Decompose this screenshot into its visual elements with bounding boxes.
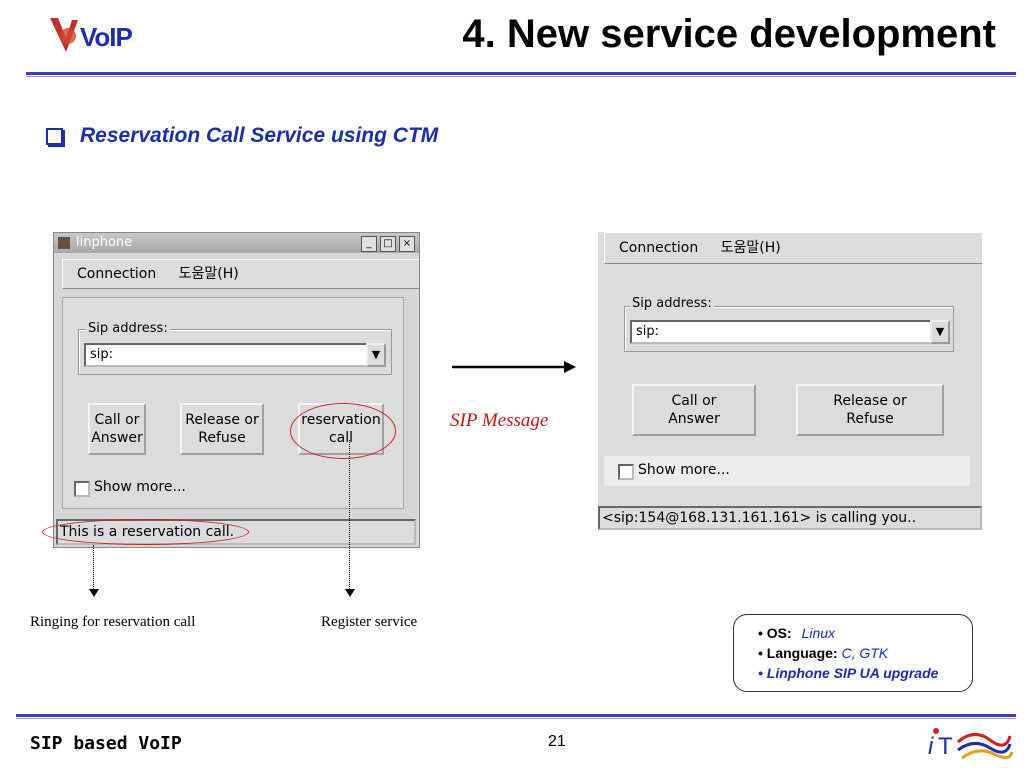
language-label: Language: <box>766 645 838 661</box>
menu-connection[interactable]: Connection <box>619 240 699 256</box>
call-answer-button[interactable]: Call or Answer <box>632 384 756 436</box>
sip-address-label: Sip address: <box>630 296 714 311</box>
caption-register: Register service <box>321 614 418 630</box>
info-upgrade: • Linphone SIP UA upgrade <box>758 665 939 681</box>
linphone-window-right: Connection 도움말(H) Sip address: sip: ▼ Ca… <box>598 232 982 530</box>
menubar: Connection 도움말(H) <box>604 232 982 264</box>
info-os: • OS: Linux <box>758 625 836 641</box>
show-more-checkbox[interactable] <box>74 481 90 497</box>
maximize-icon[interactable]: □ <box>380 236 396 252</box>
footer-rule-thin <box>16 718 1016 719</box>
arrow-down-icon <box>345 589 355 597</box>
dotted-connector-right <box>349 440 350 589</box>
status-bar: <sip:154@168.131.161.161> is calling you… <box>598 506 982 530</box>
release-refuse-button[interactable]: Release or Refuse <box>796 384 944 436</box>
svg-text:i: i <box>928 733 934 760</box>
os-value: Linux <box>801 625 836 641</box>
os-label: OS: <box>766 625 792 641</box>
release-refuse-button[interactable]: Release or Refuse <box>180 403 264 455</box>
info-language: • Language: C, GTK <box>758 645 889 661</box>
footer-title: SIP based VoIP <box>30 733 182 754</box>
info-box: • OS: Linux • Language: C, GTK • Linphon… <box>733 614 973 692</box>
window-titlebar: linphone _ □ × <box>54 233 419 253</box>
status-text: <sip:154@168.131.161.161> is calling you… <box>602 510 917 526</box>
arrow-down-icon <box>89 589 99 597</box>
close-icon[interactable]: × <box>399 236 415 252</box>
language-value: C, GTK <box>841 645 889 661</box>
header-rule-thin <box>26 76 1016 77</box>
sip-message-arrow <box>452 361 576 373</box>
window-title: linphone <box>76 235 133 250</box>
upgrade-text: Linphone SIP UA upgrade <box>766 665 939 681</box>
sip-address-group <box>624 306 954 352</box>
svg-text:T: T <box>938 733 953 760</box>
show-more-checkbox[interactable] <box>618 464 634 480</box>
sip-message-label: SIP Message <box>450 410 549 431</box>
minimize-icon[interactable]: _ <box>361 236 377 252</box>
subtitle: Reservation Call Service using CTM <box>80 124 439 147</box>
highlight-reservation-button <box>290 403 396 459</box>
sip-address-group <box>78 329 392 375</box>
show-more-area <box>604 456 970 486</box>
footer-rule <box>16 714 1016 717</box>
slide-title: 4. New service development <box>462 12 996 56</box>
linphone-window-left: linphone _ □ × Connection 도움말(H) Sip add… <box>53 232 420 548</box>
menubar: Connection 도움말(H) <box>62 259 419 289</box>
highlight-status-text <box>42 519 249 545</box>
it-logo: i T <box>928 728 1014 760</box>
menu-connection[interactable]: Connection <box>77 266 157 282</box>
sip-address-input[interactable]: sip: <box>84 343 370 367</box>
caption-ringing: Ringing for reservation call <box>30 614 196 630</box>
voip-logo <box>50 18 78 52</box>
menu-help[interactable]: 도움말(H) <box>178 266 239 282</box>
sip-address-value: sip: <box>90 347 114 362</box>
show-more-label: Show more... <box>638 462 730 478</box>
sip-dropdown-button[interactable]: ▼ <box>930 320 950 344</box>
sip-address-input[interactable]: sip: <box>630 320 932 344</box>
checkbox-bullet-icon <box>46 128 63 145</box>
page-number: 21 <box>548 733 566 750</box>
sip-dropdown-button[interactable]: ▼ <box>366 343 386 367</box>
app-icon <box>58 237 70 249</box>
show-more-label: Show more... <box>94 479 186 495</box>
sip-address-label: Sip address: <box>86 321 170 336</box>
header-rule <box>26 72 1016 75</box>
sip-address-value: sip: <box>636 324 660 339</box>
logo-text: VoIP <box>80 22 133 52</box>
menu-help[interactable]: 도움말(H) <box>720 240 781 256</box>
dotted-connector-left <box>93 545 94 589</box>
call-answer-button[interactable]: Call or Answer <box>88 403 146 455</box>
